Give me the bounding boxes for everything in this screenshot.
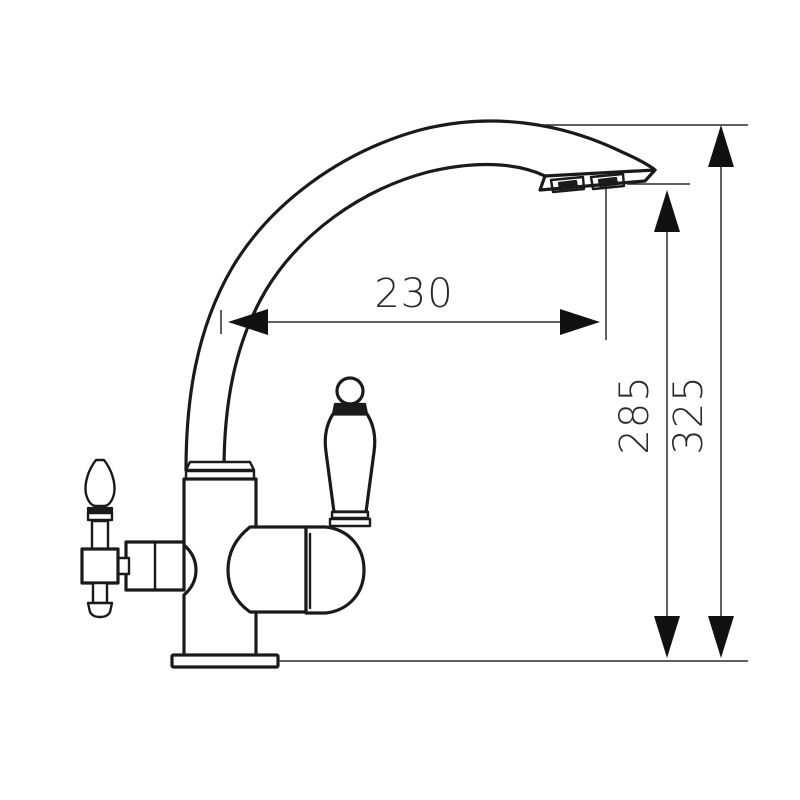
- spout-reach-arrow-left: [228, 309, 268, 335]
- aerator-slot-left: [549, 175, 586, 194]
- outlet-height-label: 285: [612, 375, 658, 454]
- right-handle-ball-finial: [335, 376, 365, 406]
- escutcheon-base-plate: [170, 653, 280, 669]
- spout-collar-ring-upper: [184, 460, 256, 472]
- right-handle-base-ring-1: [330, 510, 370, 520]
- left-handle-hub: [80, 547, 120, 585]
- left-handle-bottom-cap: [86, 601, 114, 619]
- spout-reach-arrow-right: [560, 309, 600, 335]
- valve-cartridge-housing: [226, 525, 308, 614]
- outlet-height-arrow-top: [654, 190, 680, 232]
- left-handle-ring-1: [86, 506, 114, 514]
- outlet-height-dimension: 285: [612, 190, 680, 658]
- left-handle-shaft: [90, 519, 110, 551]
- left-handle-finial: [84, 458, 116, 508]
- overall-height-dimension: 325: [666, 125, 734, 658]
- overall-height-arrow-top: [708, 125, 734, 167]
- right-handle-base-ring-2: [328, 517, 372, 528]
- left-handle-lower-shaft: [91, 581, 109, 605]
- overall-height-arrow-bottom: [708, 616, 734, 658]
- aerator-slot-left-inner: [557, 179, 579, 191]
- overall-height-label: 325: [666, 375, 712, 454]
- valve-cartridge-cap: [304, 525, 366, 615]
- outlet-height-arrow-bottom: [654, 616, 680, 658]
- aerator-slot-right: [589, 172, 626, 191]
- curved-spout-arc: [184, 119, 657, 472]
- spout-reach-dimension: 230: [228, 271, 600, 335]
- mixer-lever-handle: [323, 376, 377, 528]
- left-handle-ring-2: [86, 511, 114, 522]
- aerator-slot-right-inner: [597, 176, 619, 188]
- filtered-water-lever-handle: [80, 458, 120, 619]
- right-handle-body: [323, 412, 377, 514]
- curved-spout-inner-arc: [222, 162, 547, 472]
- spout-reach-label: 230: [374, 271, 453, 317]
